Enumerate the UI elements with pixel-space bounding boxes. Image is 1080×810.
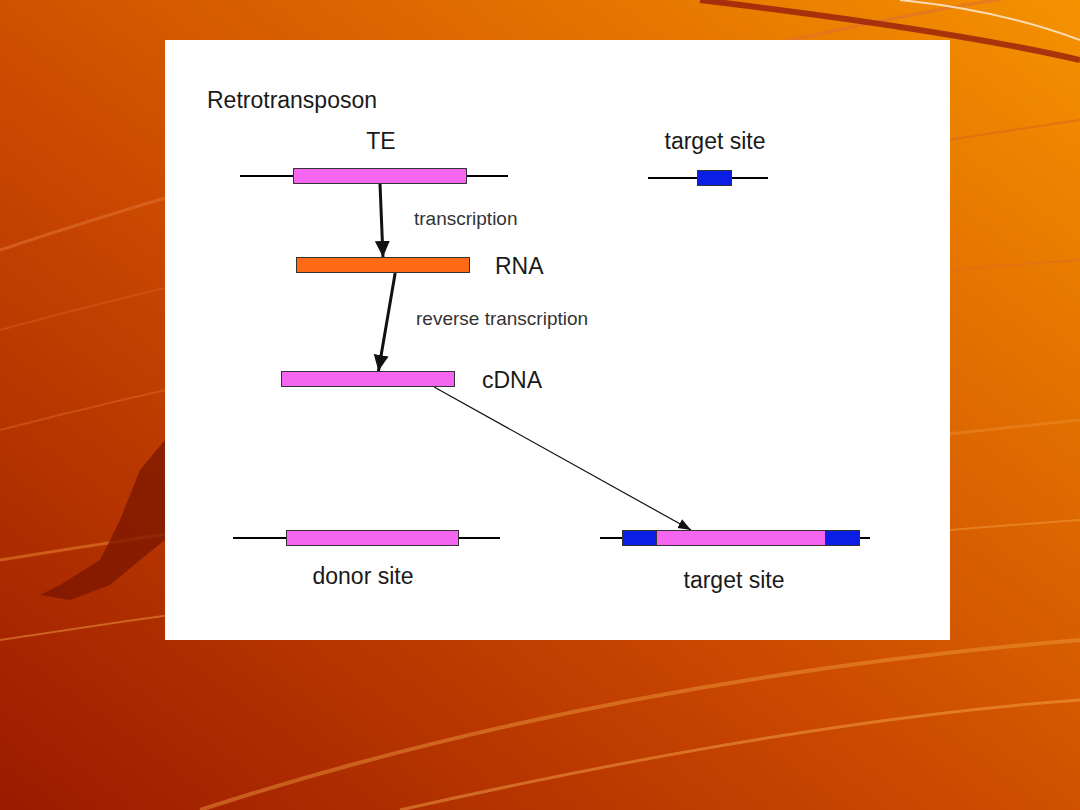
diagram-title: Retrotransposon <box>207 88 377 113</box>
connector-arrow <box>380 184 383 257</box>
target-site-box: target site <box>697 170 732 186</box>
node-label: target site <box>665 129 766 154</box>
connector-arrow <box>378 273 395 371</box>
node-label: cDNA <box>482 368 542 393</box>
node-label: TE <box>366 129 395 154</box>
edge-label: transcription <box>412 209 520 230</box>
target-duplication-right <box>825 531 859 545</box>
edge-label: reverse transcription <box>414 309 590 330</box>
cdna-bar: cDNA <box>281 371 455 387</box>
target-site-bar: target site <box>622 530 860 546</box>
connector-arrow <box>434 387 691 530</box>
node-label: donor site <box>312 564 413 589</box>
node-label: target site <box>684 568 785 593</box>
node-label: RNA <box>495 254 544 279</box>
target-duplication-left <box>623 531 657 545</box>
white-panel <box>165 40 950 640</box>
rna-bar: RNA <box>296 257 470 273</box>
donor-site-bar: donor site <box>286 530 459 546</box>
te-bar: TE <box>293 168 467 184</box>
